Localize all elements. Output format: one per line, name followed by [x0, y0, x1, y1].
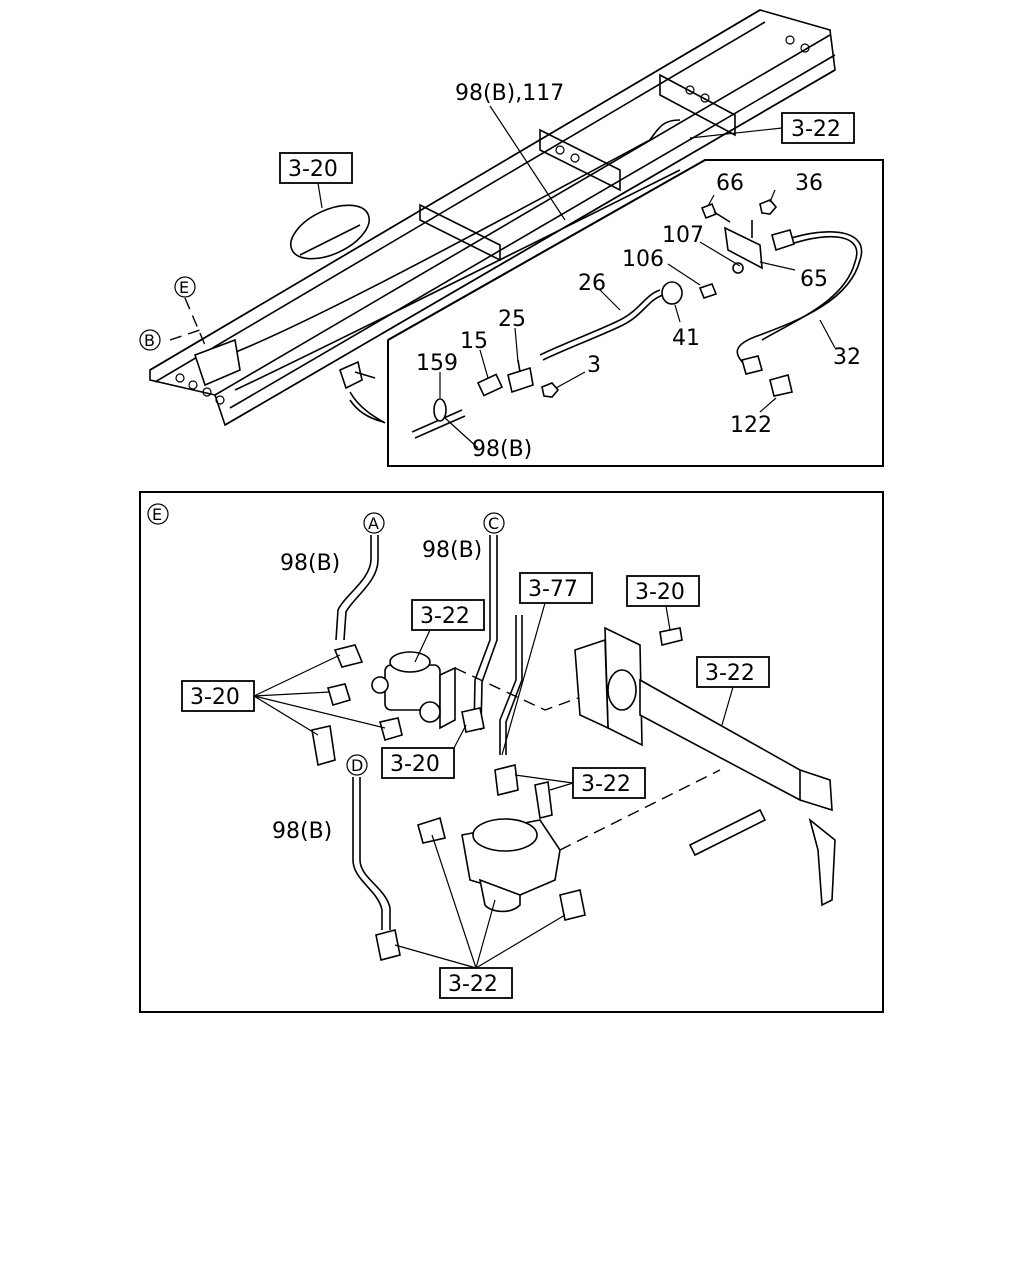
svg-text:3-20: 3-20 [390, 752, 440, 777]
ref-box-3-20-center: 3-20 [381, 747, 455, 779]
marker-d: D [346, 754, 368, 776]
marker-e-top: E [174, 276, 196, 298]
detail-box-parts [349, 199, 863, 439]
marker-c: C [483, 512, 505, 534]
callout-107: 107 [662, 223, 704, 248]
ref-box-3-22-bottom: 3-22 [439, 967, 513, 999]
callout-159: 159 [416, 351, 458, 376]
callout-25: 25 [498, 307, 526, 332]
svg-text:3-77: 3-77 [528, 577, 578, 602]
chassis-frame [149, 9, 836, 427]
ref-box-3-77: 3-77 [519, 572, 593, 604]
callout-3: 3 [587, 353, 601, 378]
svg-text:3-20: 3-20 [288, 157, 338, 182]
ref-box-3-20-bolt: 3-20 [626, 575, 700, 607]
ref-box-3-22-tee: 3-22 [572, 767, 646, 799]
callout-65: 65 [800, 267, 828, 292]
marker-b: B [139, 329, 161, 351]
svg-text:C: C [488, 514, 499, 533]
callout-98b-117: 98(B),117 [455, 81, 564, 106]
callout-32: 32 [833, 345, 861, 370]
mounting-bracket [574, 626, 836, 907]
svg-text:3-20: 3-20 [190, 685, 240, 710]
ref-box-3-22-top: 3-22 [781, 112, 855, 144]
callout-36: 36 [795, 171, 823, 196]
callout-41: 41 [672, 326, 700, 351]
svg-text:3-22: 3-22 [448, 972, 498, 997]
svg-text:A: A [368, 514, 379, 533]
callout-66: 66 [716, 171, 744, 196]
callout-106: 106 [622, 247, 664, 272]
ref-box-3-22-bracket: 3-22 [696, 656, 770, 688]
svg-text:3-20: 3-20 [635, 580, 685, 605]
relay-valve-lower [375, 764, 721, 961]
relay-valve-upper [311, 644, 485, 767]
panel-e-frame [139, 491, 884, 1013]
callout-98b-c: 98(B) [422, 538, 482, 563]
svg-text:3-22: 3-22 [791, 117, 841, 142]
ref-box-3-22-valve: 3-22 [411, 599, 485, 631]
callout-98b-a: 98(B) [280, 551, 340, 576]
marker-e-panel: E [147, 503, 169, 525]
ref-box-3-20-top: 3-20 [279, 152, 353, 184]
marker-a: A [363, 512, 385, 534]
ref-box-3-20-left: 3-20 [181, 680, 255, 712]
svg-text:3-22: 3-22 [581, 772, 631, 797]
svg-text:3-22: 3-22 [705, 661, 755, 686]
svg-text:B: B [144, 331, 155, 350]
callout-98b-detail: 98(B) [472, 437, 532, 462]
svg-text:D: D [351, 756, 363, 775]
svg-text:3-22: 3-22 [420, 604, 470, 629]
callout-98b-d: 98(B) [272, 819, 332, 844]
callout-26: 26 [578, 271, 606, 296]
callout-122: 122 [730, 413, 772, 438]
svg-text:E: E [152, 505, 162, 524]
svg-text:E: E [179, 278, 189, 297]
callout-15: 15 [460, 329, 488, 354]
